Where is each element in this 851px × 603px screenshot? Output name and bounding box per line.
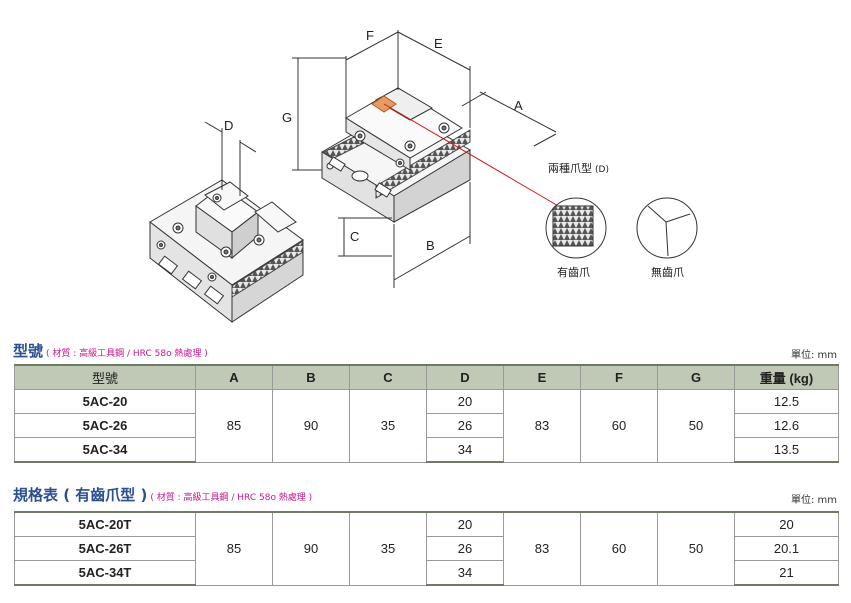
cell-d: 34 [426, 560, 504, 586]
cell-model: 5AC-20T [14, 511, 196, 537]
cell-c: 35 [349, 511, 427, 586]
header-model: 型號 [14, 364, 196, 390]
header-b: B [272, 364, 350, 390]
cell-model: 5AC-26T [14, 536, 196, 561]
smooth-jaw-label: 無齒爪 [651, 265, 684, 279]
cell-b: 90 [272, 511, 350, 586]
table-row: 5AC-26T 26 20.1 [14, 536, 839, 561]
header-c: C [349, 364, 427, 390]
cell-d: 20 [426, 511, 504, 537]
cell-d: 26 [426, 536, 504, 561]
cell-f: 60 [580, 511, 658, 586]
header-f: F [580, 364, 658, 390]
header-e: E [503, 364, 581, 390]
header-g: G [657, 364, 735, 390]
table-row: 5AC-26 26 12.6 [14, 413, 839, 438]
dim-label-a: A [514, 98, 523, 113]
section1-title-text: 型號 [13, 342, 44, 360]
right-vise-view [321, 87, 471, 223]
section2-material-note: ( 材質 : 高級工具鋼 / HRC 58o 熱處理 ) [150, 493, 313, 503]
cell-a: 85 [195, 511, 273, 586]
header-weight: 重量 (kg) [734, 364, 839, 390]
callout-line [383, 103, 573, 215]
cell-c: 35 [349, 389, 427, 463]
cell-model: 5AC-34T [14, 560, 196, 586]
table-row: 5AC-34T 34 21 [14, 560, 839, 586]
cell-weight: 13.5 [734, 437, 839, 463]
vise-technical-drawing: D [149, 28, 698, 324]
table-row: 5AC-20T 85 90 35 20 83 60 50 20 [14, 511, 839, 586]
cell-a: 85 [195, 389, 273, 463]
dim-label-e: E [434, 36, 443, 51]
dimension-d-left [204, 121, 257, 196]
cell-model: 5AC-34 [14, 437, 196, 463]
smooth-jaw-detail [636, 197, 698, 259]
cell-model: 5AC-20 [14, 389, 196, 414]
cell-d: 26 [426, 413, 504, 438]
table-header-row: 型號 A B C D E F G 重量 (kg) [14, 364, 839, 390]
cell-e: 83 [503, 389, 581, 463]
cell-g: 50 [657, 511, 735, 586]
section1-material-note: ( 材質 : 高級工具鋼 / HRC 58o 熱處理 ) [46, 349, 208, 359]
spec-table-2: 5AC-20T 85 90 35 20 83 60 50 20 5AC-26T … [14, 511, 839, 586]
table-row: 5AC-34 34 13.5 [14, 437, 839, 463]
section1-unit: 單位: mm [790, 350, 837, 361]
dimension-lines-right [292, 30, 557, 288]
cell-d: 20 [426, 389, 504, 414]
cell-weight: 21 [734, 560, 839, 586]
dim-label-d-left: D [224, 118, 233, 133]
table-row: 5AC-20 85 90 35 20 83 60 50 12.5 [14, 389, 839, 463]
cell-model: 5AC-26 [14, 413, 196, 438]
section2-title-text: 規格表 ( 有齒爪型 ) [13, 486, 148, 504]
section2-title: 規格表 ( 有齒爪型 )( 材質 : 高級工具鋼 / HRC 58o 熱處理 ) [13, 484, 312, 505]
dim-label-b: B [426, 238, 435, 253]
cell-weight: 20 [734, 511, 839, 537]
toothed-jaw-detail [545, 197, 607, 259]
cell-weight: 12.5 [734, 389, 839, 414]
dim-label-g: G [282, 110, 292, 125]
section2-unit: 單位: mm [790, 495, 837, 506]
cell-g: 50 [657, 389, 735, 463]
cell-weight: 20.1 [734, 536, 839, 561]
header-d: D [426, 364, 504, 390]
dim-label-f: F [366, 28, 374, 43]
cell-e: 83 [503, 511, 581, 586]
cell-weight: 12.6 [734, 413, 839, 438]
dim-label-c: C [350, 229, 359, 244]
cell-f: 60 [580, 389, 658, 463]
toothed-jaw-label: 有齒爪 [557, 265, 590, 279]
cell-b: 90 [272, 389, 350, 463]
header-a: A [195, 364, 273, 390]
spec-table-1: 型號 A B C D E F G 重量 (kg) 5AC-20 85 90 35… [14, 364, 839, 463]
jaw-types-title: 兩種爪型(D) [548, 161, 609, 175]
section1-title: 型號( 材質 : 高級工具鋼 / HRC 58o 熱處理 ) [13, 340, 208, 361]
left-vise-view [149, 179, 304, 324]
cell-d: 34 [426, 437, 504, 463]
